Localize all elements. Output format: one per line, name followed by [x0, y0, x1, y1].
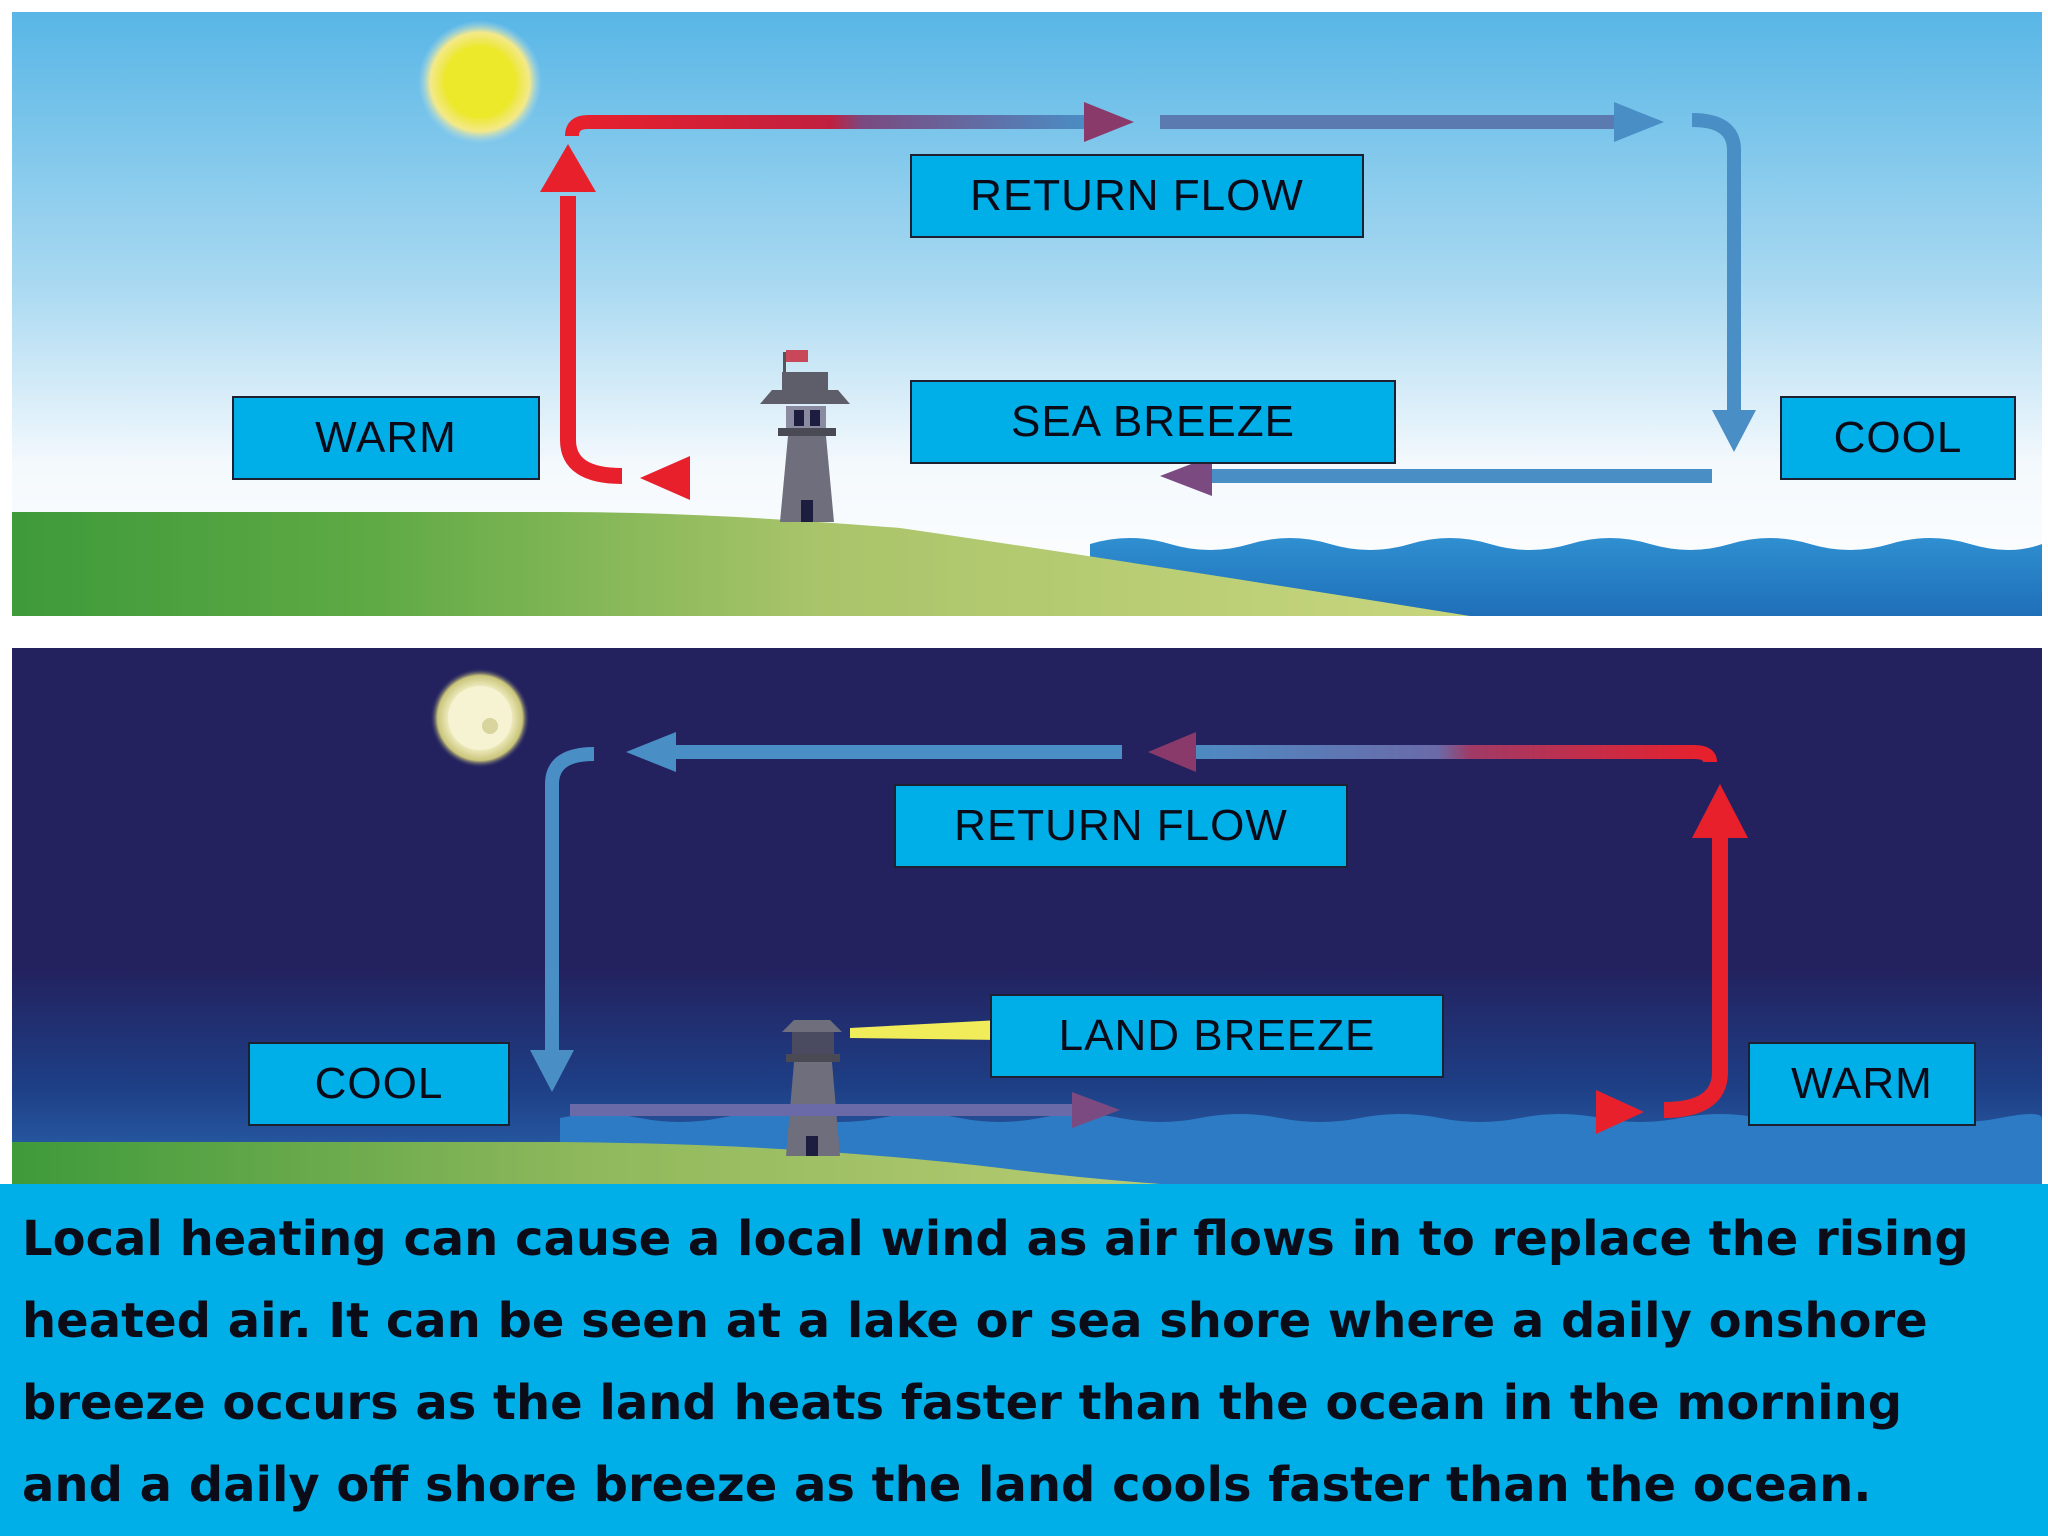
night-cool-label: COOL: [248, 1042, 510, 1126]
day-panel: RETURN FLOW SEA BREEZE WARM COOL: [0, 0, 2048, 648]
day-scene: [0, 12, 2048, 648]
sea-breeze-text: SEA BREEZE: [1011, 397, 1295, 446]
day-return-flow-label: RETURN FLOW: [910, 154, 1364, 238]
night-warm-label: WARM: [1748, 1042, 1976, 1126]
caption-text: Local heating can cause a local wind as …: [22, 1198, 2026, 1526]
caption-line-1: Local heating can cause a local wind as …: [22, 1211, 1969, 1267]
sinking-cool-arrow: [1691, 113, 1741, 410]
day-cool-label: COOL: [1780, 396, 2016, 480]
light-beam: [850, 1020, 1000, 1040]
caption-line-2: heated air. It can be seen at a lake or …: [22, 1293, 1928, 1349]
night-return-flow-label: RETURN FLOW: [894, 784, 1348, 868]
day-warm-text: WARM: [315, 413, 457, 462]
day-warm-label: WARM: [232, 396, 540, 480]
night-panel: RETURN FLOW LAND BREEZE COOL WARM: [0, 648, 2048, 1184]
night-return-flow-text: RETURN FLOW: [954, 801, 1288, 850]
night-scene: [12, 648, 2042, 1184]
sea-breeze-label: SEA BREEZE: [910, 380, 1396, 464]
night-return-flow-arrow-1: [1166, 745, 1717, 763]
flag-icon: [786, 350, 808, 362]
night-land: [12, 1142, 1160, 1184]
night-warm-text: WARM: [1791, 1059, 1933, 1108]
night-cool-text: COOL: [314, 1059, 444, 1108]
land-breeze-label: LAND BREEZE: [990, 994, 1444, 1078]
day-land: [12, 512, 1470, 616]
lighthouse-icon: [760, 350, 850, 522]
night-rising-warm-arrow: [1663, 834, 1728, 1118]
caption-line-3: breeze occurs as the land heats faster t…: [22, 1375, 1903, 1431]
day-return-flow-text: RETURN FLOW: [970, 171, 1304, 220]
rising-warm-arrow: [560, 196, 623, 484]
day-cool-text: COOL: [1833, 413, 1963, 462]
land-breeze-text: LAND BREEZE: [1058, 1011, 1376, 1060]
night-sinking-cool-arrow: [545, 747, 595, 1052]
return-flow-arrow-1: [565, 115, 1090, 137]
caption-line-4: and a daily off shore breeze as the land…: [22, 1457, 1872, 1513]
caption-block: Local heating can cause a local wind as …: [0, 1184, 2048, 1536]
